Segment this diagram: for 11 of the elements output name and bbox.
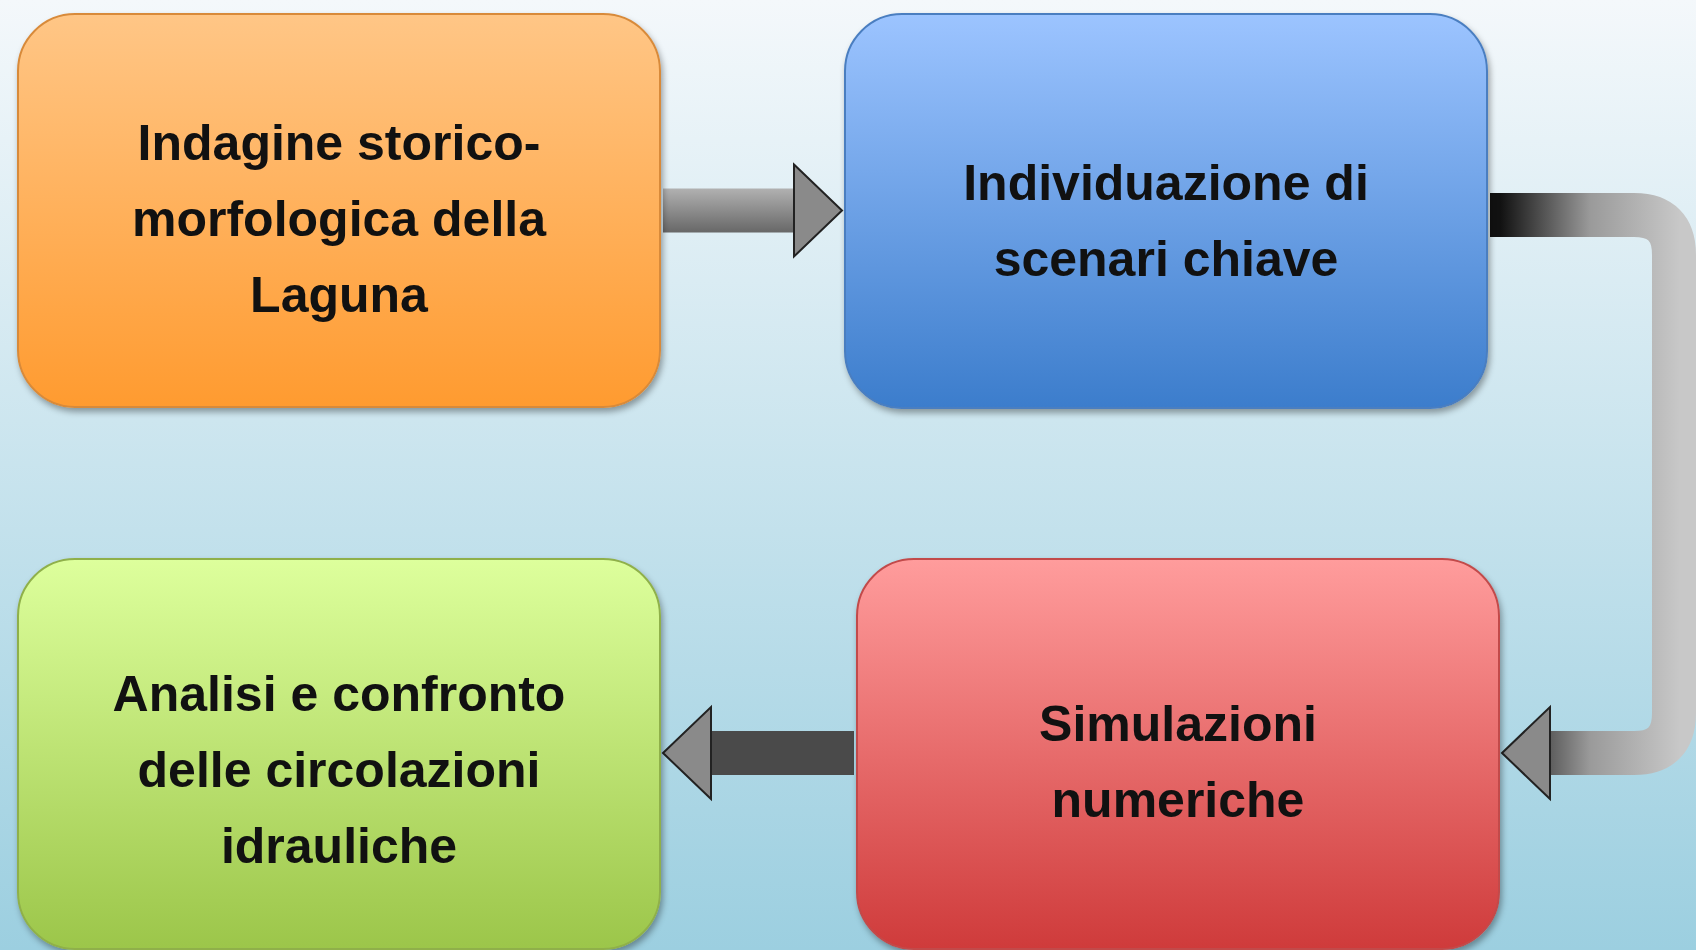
process-box	[844, 13, 1488, 409]
step-label: Indagine storico-morfologica della Laguna	[131, 114, 548, 325]
block-arrow	[663, 163, 843, 258]
process-box	[856, 558, 1500, 950]
process-box	[17, 13, 661, 408]
step-label: Simulazioni numeriche	[1038, 695, 1318, 830]
process-box	[17, 558, 661, 950]
block-arrow	[662, 706, 854, 800]
step-label: Analisi e confronto delle circolazioni idrauliche	[111, 665, 567, 876]
step-label: Individuazione di scenari chiave	[962, 154, 1370, 289]
block-arrow	[1490, 192, 1696, 800]
